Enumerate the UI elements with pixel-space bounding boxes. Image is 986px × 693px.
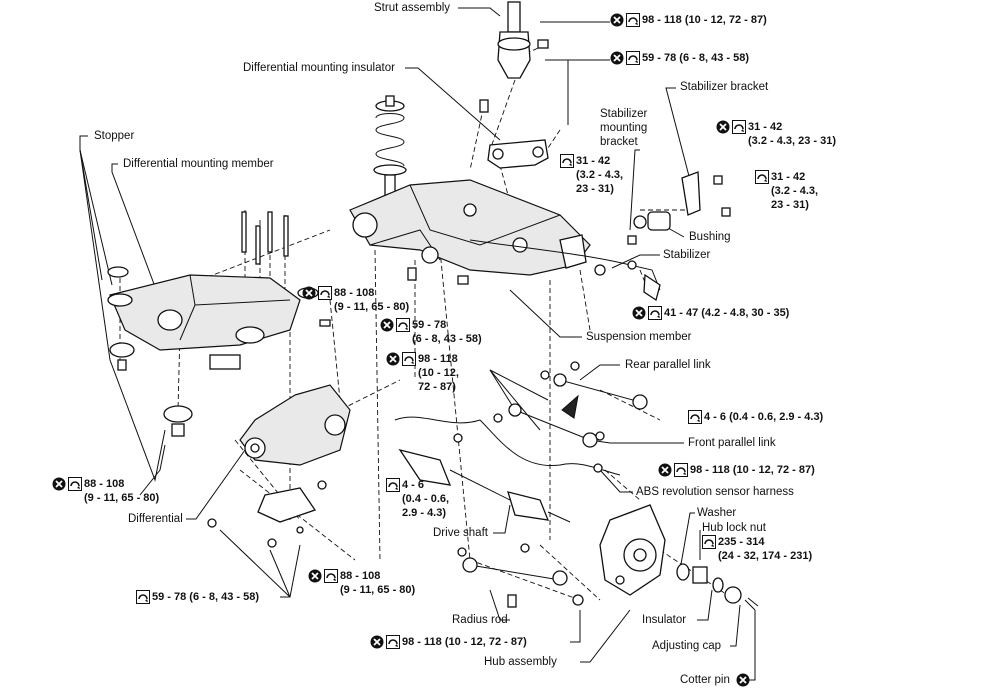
x-circle-icon [736, 673, 750, 687]
torque-wrench-icon [626, 51, 640, 65]
torque-diff-member-b: 88 - 108 (9 - 11, 65 - 80) [52, 477, 159, 505]
label-bushing: Bushing [689, 231, 731, 243]
torque-wrench-icon [386, 478, 400, 492]
label-front-parallel-link: Front parallel link [688, 437, 776, 449]
torque-wrench-icon [648, 306, 662, 320]
label-suspension-member: Suspension member [586, 331, 692, 343]
torque-wrench-icon [136, 590, 150, 604]
label-adjusting-cap: Adjusting cap [652, 640, 722, 652]
x-circle-icon [302, 286, 316, 300]
label-stabilizer-bracket: Stabilizer bracket [680, 81, 769, 93]
x-circle-icon [610, 13, 624, 27]
torque-wrench-icon [732, 120, 746, 134]
torque-susp-98: 98 - 118 (10 - 12, 72 - 87) [386, 352, 459, 394]
label-stabilizer: Stabilizer [663, 249, 711, 261]
label-strut-assembly: Strut assembly [374, 2, 451, 14]
torque-wrench-icon [386, 635, 400, 649]
torque-diff-member-a: 88 - 108 (9 - 11, 65 - 80) [302, 286, 409, 314]
leader-lines [79, 7, 756, 681]
x-circle-icon [370, 635, 384, 649]
label-hub-lock-nut: Hub lock nut [702, 522, 766, 534]
torque-member-center: 31 - 42 (3.2 - 4.3, 23 - 31) [560, 154, 623, 196]
label-stabilizer-mounting-bracket: Stabilizer mounting bracket [600, 108, 648, 148]
x-circle-icon [610, 51, 624, 65]
label-hub-assembly: Hub assembly [484, 656, 557, 668]
x-circle-icon [632, 306, 646, 320]
label-diff-mounting-insulator: Differential mounting insulator [243, 62, 395, 74]
label-drive-shaft: Drive shaft [433, 527, 488, 539]
x-circle-icon [658, 463, 672, 477]
strut-assembly-art [479, 1, 549, 113]
torque-strut-top: 98 - 118 (10 - 12, 72 - 87) [610, 13, 767, 27]
torque-front-link-98: 98 - 118 (10 - 12, 72 - 87) [658, 463, 815, 477]
x-circle-icon [380, 318, 394, 332]
torque-wrench-icon [702, 535, 716, 549]
torque-diff-88-bottom: 88 - 108 (9 - 11, 65 - 80) [308, 569, 415, 597]
torque-wrench-icon [402, 352, 416, 366]
diff-mounting-member-art [107, 211, 331, 437]
torque-wrench-icon [560, 154, 574, 168]
label-diff-mounting-member: Differential mounting member [123, 158, 274, 170]
torque-wrench-icon [674, 463, 688, 477]
torque-wrench-icon [688, 410, 702, 424]
torque-wrench-icon [755, 170, 769, 184]
torque-wrench-icon [324, 569, 338, 583]
label-insulator: Insulator [642, 614, 687, 626]
torque-wrench-icon [318, 286, 332, 300]
parallel-links-art [479, 361, 648, 476]
torque-radius-98: 98 - 118 (10 - 12, 72 - 87) [370, 635, 527, 649]
stabilizer-art [469, 171, 731, 302]
torque-susp-59: 59 - 78 (6 - 8, 43 - 58) [380, 318, 482, 346]
red-arrow-marker [561, 394, 579, 419]
label-rear-parallel-link: Rear parallel link [625, 359, 711, 371]
x-circle-icon [716, 120, 730, 134]
upper-member-art [487, 139, 549, 169]
label-abs-harness: ABS revolution sensor harness [636, 486, 794, 498]
torque-stab-bracket-b: 31 - 42 (3.2 - 4.3, 23 - 31) [755, 170, 818, 212]
torque-wrench-icon [396, 318, 410, 332]
differential-art [207, 384, 351, 548]
torque-drive-4-6: 4 - 6 (0.4 - 0.6, 2.9 - 4.3) [386, 478, 449, 520]
torque-diff-59-bottom: 59 - 78 (6 - 8, 43 - 58) [136, 590, 259, 604]
torque-stab-bracket-a: 31 - 42 (3.2 - 4.3, 23 - 31) [716, 120, 836, 148]
suspension-member-art [349, 179, 591, 285]
torque-strut-mid: 59 - 78 (6 - 8, 43 - 58) [610, 51, 749, 65]
label-differential: Differential [128, 513, 183, 525]
torque-hub-nut: 235 - 314 (24 - 32, 174 - 231) [702, 535, 812, 563]
torque-wrench-icon [626, 13, 640, 27]
x-circle-icon [308, 569, 322, 583]
torque-wrench-icon [68, 477, 82, 491]
torque-link-4-6: 4 - 6 (0.4 - 0.6, 2.9 - 4.3) [688, 410, 823, 424]
x-circle-icon [386, 352, 400, 366]
label-cotter-pin: Cotter pin [680, 674, 730, 686]
label-radius-rod: Radius rod [452, 614, 508, 626]
radius-rod-art [457, 543, 584, 608]
x-circle-icon [52, 477, 66, 491]
label-washer: Washer [697, 507, 737, 519]
label-stopper: Stopper [94, 130, 135, 142]
torque-stabilizer-41: 41 - 47 (4.2 - 4.8, 30 - 35) [632, 306, 789, 320]
hub-assembly-art [599, 504, 759, 611]
drive-shaft-art [394, 416, 571, 523]
